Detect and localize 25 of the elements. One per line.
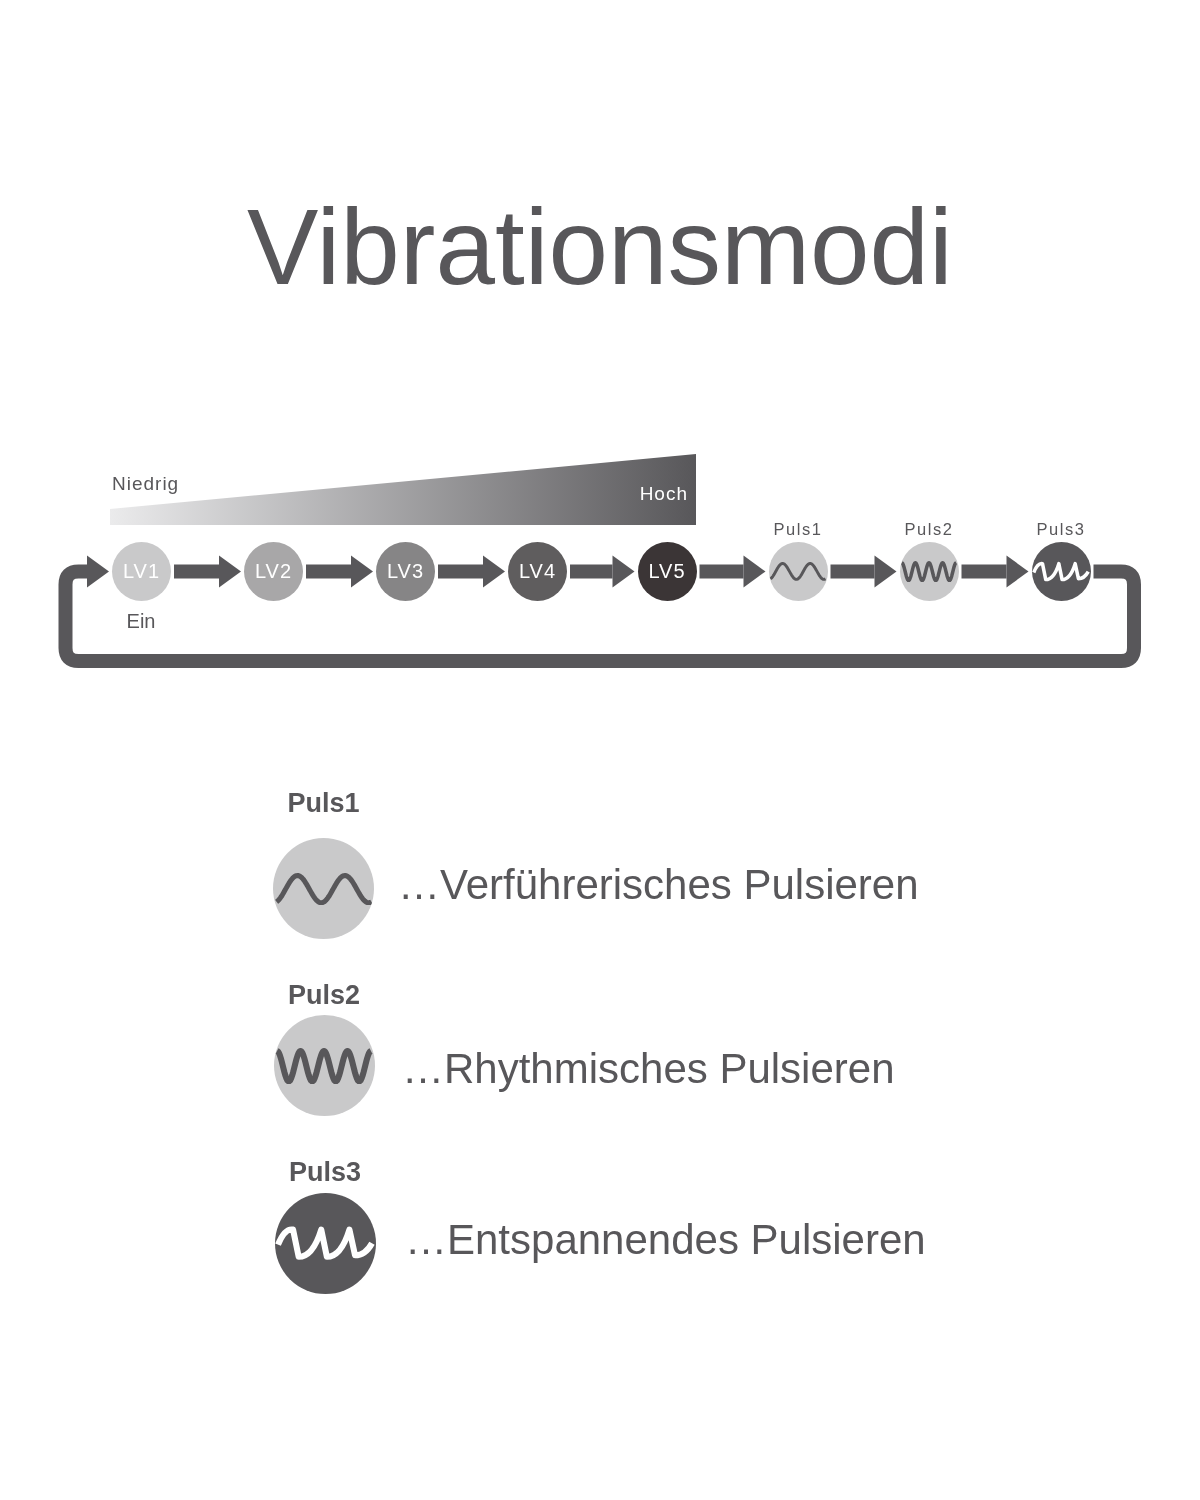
mode-description: …Entspannendes Pulsieren	[405, 1216, 926, 1265]
node-label: LV4	[518, 560, 557, 584]
mode-description: …Verführerisches Pulsieren	[398, 861, 919, 910]
mode-heading: Puls3	[289, 1157, 361, 1189]
node-label: LV5	[648, 560, 686, 584]
block-arrow	[306, 555, 373, 588]
title: Vibrationsmodi	[247, 186, 953, 310]
mode-heading: Puls1	[287, 787, 360, 819]
block-arrow	[174, 555, 241, 588]
mode-heading: Puls1	[773, 519, 823, 539]
block-arrow	[699, 555, 766, 588]
mode-heading: Puls2	[288, 980, 360, 1012]
block-arrow	[438, 555, 505, 588]
mode-description: …Rhythmisches Pulsieren	[402, 1045, 895, 1094]
scale-label: Hoch	[639, 483, 688, 506]
node-label: LV3	[386, 560, 425, 584]
block-arrow	[961, 555, 1029, 588]
block-arrow	[570, 555, 635, 588]
mode-heading: Puls3	[1036, 519, 1086, 539]
node-label: LV2	[254, 560, 293, 584]
node-caption: Ein	[126, 609, 156, 633]
scale-label: Niedrig	[112, 473, 180, 496]
mode-heading: Puls2	[904, 519, 954, 539]
block-arrow	[830, 555, 897, 588]
loop-arrow	[58, 555, 1141, 668]
